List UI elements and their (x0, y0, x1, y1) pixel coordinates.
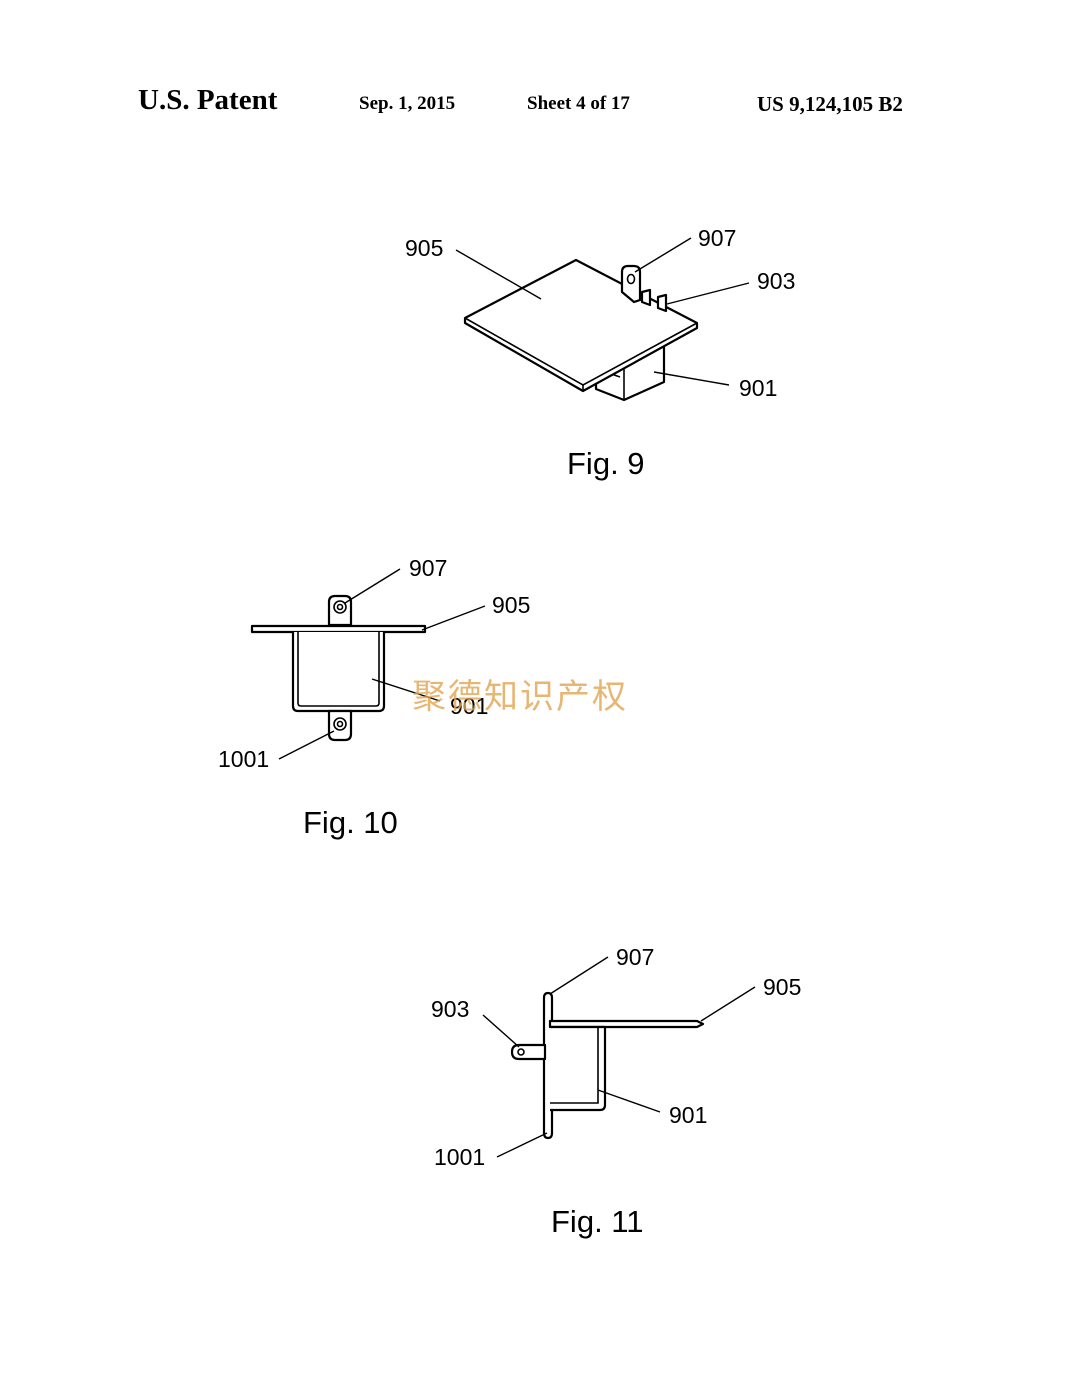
figure-11: 907 905 903 901 1001 Fig. 11 (431, 944, 801, 1239)
fig10-ref-1001: 1001 (218, 746, 269, 772)
fig9-ref-907: 907 (698, 225, 736, 251)
fig10-top-tab-907 (327, 594, 353, 627)
patent-number: US 9,124,105 B2 (757, 92, 903, 116)
fig11-prong-903 (510, 1043, 547, 1061)
fig10-plate-905 (250, 624, 427, 634)
fig9-ref-901: 901 (739, 375, 777, 401)
fig10-ref-907: 907 (409, 555, 447, 581)
fig9-ref-903: 903 (757, 268, 795, 294)
fig11-ref-901: 901 (669, 1102, 707, 1128)
fig9-ref-905: 905 (405, 235, 443, 261)
watermark-text: 聚德知识产权 (412, 677, 628, 717)
figure-9: 905 907 903 901 Fig. 9 (405, 225, 795, 481)
fig9-caption: Fig. 9 (567, 446, 645, 481)
figure-10: 907 905 901 1001 Fig. 10 (218, 555, 530, 840)
fig9-tab-907 (620, 264, 642, 304)
fig11-ref-903: 903 (431, 996, 469, 1022)
fig10-housing-901 (291, 632, 386, 713)
fig11-caption: Fig. 11 (551, 1204, 643, 1239)
fig9-prongs-903 (640, 288, 668, 313)
patent-date: Sep. 1, 2015 (359, 93, 456, 114)
fig10-caption: Fig. 10 (303, 805, 398, 840)
fig9-plate-905 (463, 258, 699, 393)
sheet-number: Sheet 4 of 17 (527, 93, 630, 114)
fig11-ref-1001: 1001 (434, 1144, 485, 1170)
fig11-ref-907: 907 (616, 944, 654, 970)
fig10-ref-901: 901 (450, 693, 488, 719)
patent-title: U.S. Patent (138, 84, 278, 116)
fig10-ref-905: 905 (492, 592, 530, 618)
fig10-bottom-tab-1001 (327, 709, 353, 742)
fig11-ref-905: 905 (763, 974, 801, 1000)
fig11-housing-901 (550, 1025, 607, 1112)
